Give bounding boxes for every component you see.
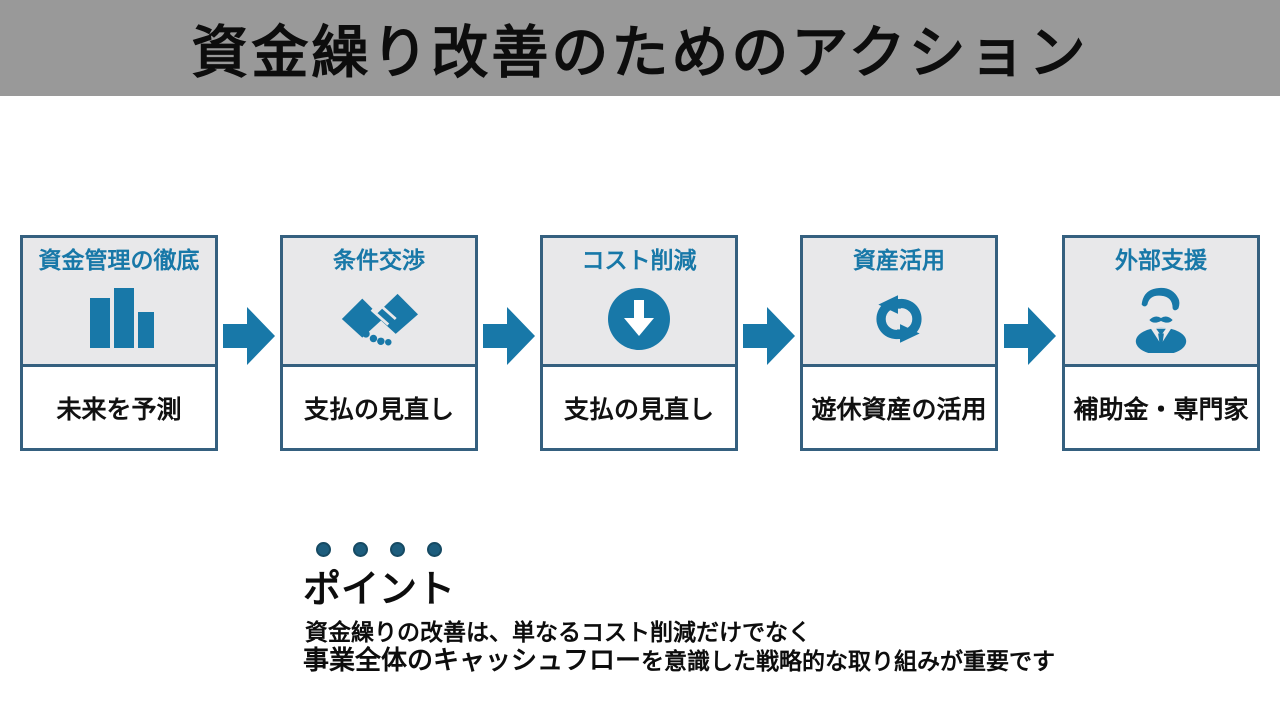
card-title: 資金管理の徹底: [38, 247, 200, 273]
point-dot: [316, 542, 331, 557]
page-title: 資金繰り改善のためのアクション: [191, 21, 1089, 85]
card-header: 資産活用: [803, 238, 995, 367]
point-dot: [390, 542, 405, 557]
businessman-icon: [1130, 275, 1192, 364]
card-body-label: 補助金・専門家: [1073, 395, 1249, 424]
card-cost-reduction: コスト削減 支払の見直し: [540, 235, 738, 451]
card-negotiation: 条件交渉 支払の見直し: [280, 235, 478, 451]
cycle-arrows-icon: [866, 275, 932, 364]
points-line2-rest: を意識した戦略的な取り組みが重要です: [641, 648, 1056, 674]
flow-arrow-icon: [223, 307, 275, 365]
card-asset-utilization: 資産活用 遊休資産の活用: [800, 235, 998, 451]
points-heading: ポイント: [303, 569, 456, 611]
card-header: 外部支援: [1065, 238, 1257, 367]
card-body: 遊休資産の活用: [803, 367, 995, 448]
card-body-label: 未来を予測: [56, 395, 182, 424]
card-body: 支払の見直し: [543, 367, 735, 448]
card-title: コスト削減: [581, 247, 697, 273]
point-dot: [427, 542, 442, 557]
card-body-label: 支払の見直し: [303, 395, 454, 424]
bar-chart-icon: [84, 275, 154, 364]
flow-arrow-icon: [1004, 307, 1056, 365]
card-title: 資産活用: [853, 247, 945, 273]
card-cash-management: 資金管理の徹底 未来を予測: [20, 235, 218, 451]
points-line2: 事業全体のキャッシュフローを意識した戦略的な取り組みが重要です: [303, 640, 1055, 677]
point-dot: [353, 542, 368, 557]
points-line1: 資金繰りの改善は、単なるコスト削減だけでなく: [305, 619, 811, 645]
handshake-icon: [340, 275, 418, 364]
card-header: 条件交渉: [283, 238, 475, 367]
points-line2-emphasis: 事業全体のキャッシュフロー: [303, 645, 642, 675]
points-dots: [316, 542, 442, 557]
card-header: 資金管理の徹底: [23, 238, 215, 367]
flow-arrow-icon: [483, 307, 535, 365]
card-title: 外部支援: [1115, 247, 1207, 273]
flow-arrow-icon: [743, 307, 795, 365]
card-body: 未来を予測: [23, 367, 215, 448]
title-bar: 資金繰り改善のためのアクション: [0, 0, 1280, 96]
card-title: 条件交渉: [333, 247, 425, 273]
arrow-down-circle-icon: [607, 275, 671, 364]
card-body: 補助金・専門家: [1065, 367, 1257, 448]
card-header: コスト削減: [543, 238, 735, 367]
card-body: 支払の見直し: [283, 367, 475, 448]
card-external-support: 外部支援 補助金・専門家: [1062, 235, 1260, 451]
card-body-label: 遊休資産の活用: [811, 395, 987, 424]
card-body-label: 支払の見直し: [563, 395, 714, 424]
